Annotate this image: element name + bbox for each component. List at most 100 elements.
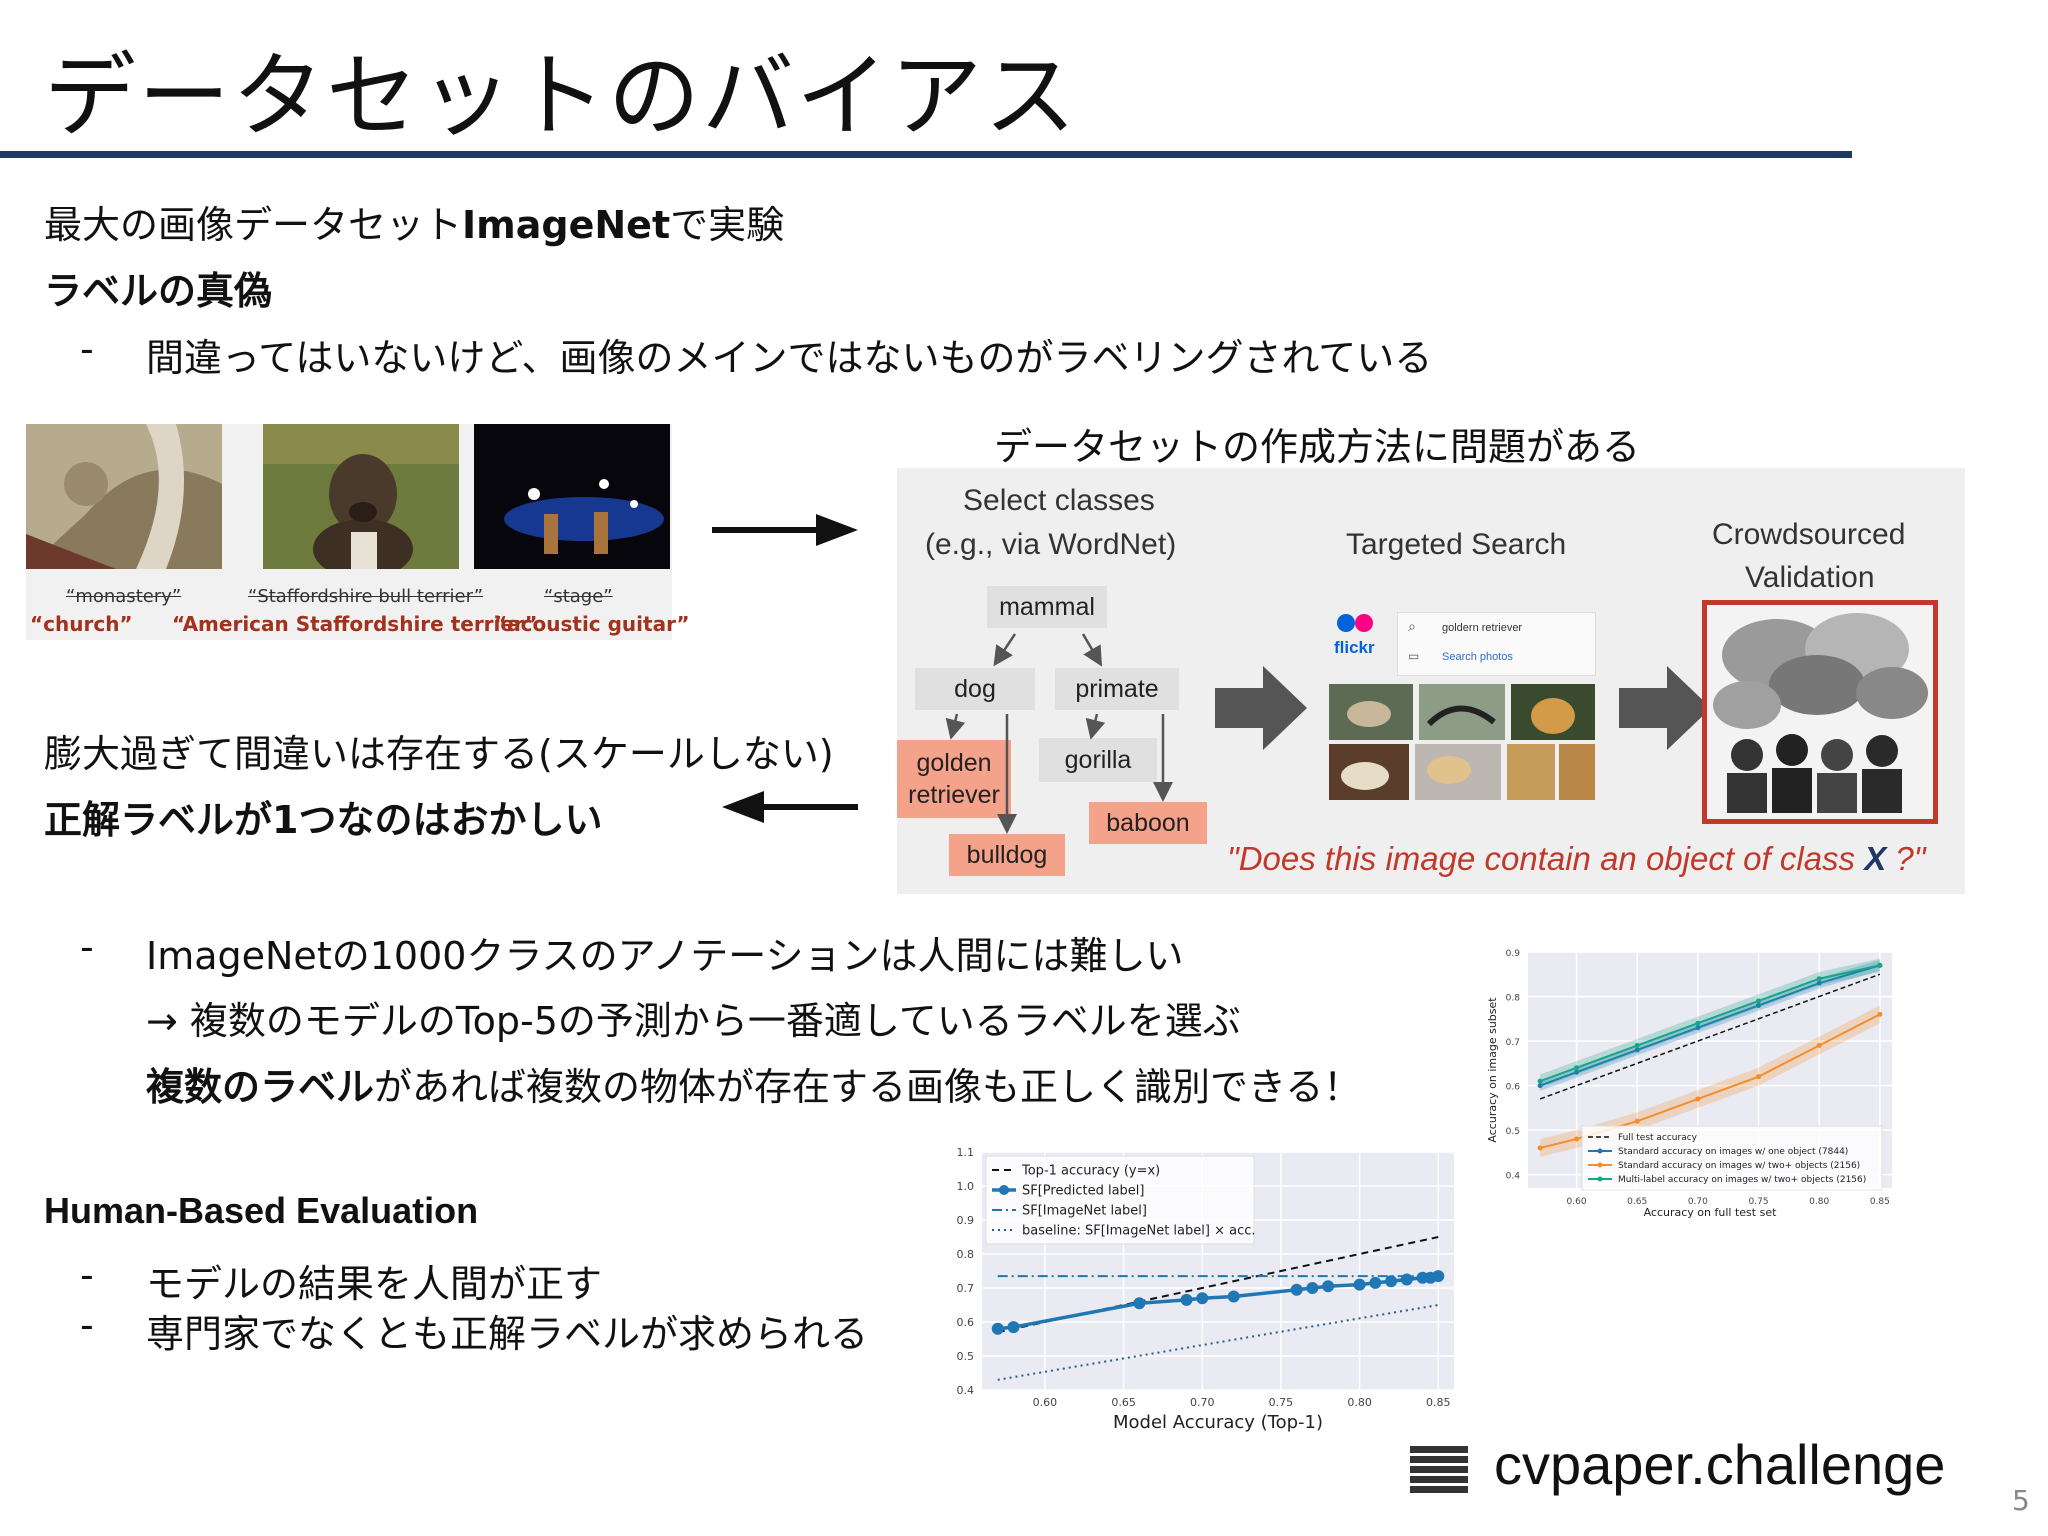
data-point (1634, 1047, 1640, 1053)
series-band (1540, 1005, 1880, 1157)
bullet-dash: - (80, 1253, 94, 1297)
data-point (1537, 1145, 1543, 1151)
annotation-arrow-line: → 複数のモデルのTop-5の予測から一番適しているラベルを選ぶ (146, 999, 1241, 1043)
data-point (1574, 1136, 1580, 1142)
page-number: 5 (2012, 1484, 2030, 1517)
legend-box (985, 1155, 1255, 1245)
x-tick-label: 0.80 (1809, 1197, 1829, 1207)
question-pre: "Does this image contain an object of cl… (1227, 840, 1865, 877)
retrieved-images-grid (1329, 684, 1595, 800)
flickr-wordmark: flickr (1334, 638, 1375, 657)
crowd-people-icon (1713, 613, 1928, 813)
scale-line1: 膨大過ぎて間違いは存在する(スケールしない) (44, 732, 834, 776)
y-tick-label: 0.6 (957, 1316, 975, 1329)
caption-old-1: “monastery” (66, 586, 182, 607)
node-mammal: mammal (987, 586, 1107, 628)
caption-new-1: “church” (30, 612, 133, 636)
legend-label: Full test accuracy (1618, 1133, 1698, 1143)
x-tick-label: 0.65 (1111, 1396, 1136, 1409)
x-tick-label: 0.85 (1426, 1396, 1451, 1409)
x-tick-label: 0.65 (1627, 1197, 1647, 1207)
data-point (1695, 1096, 1701, 1102)
search-photos-link: Search photos (1442, 651, 1513, 663)
data-point (1634, 1118, 1640, 1124)
node-primate: primate (1055, 668, 1179, 710)
data-point (1756, 1002, 1762, 1008)
legend-box (1581, 1125, 1883, 1191)
node-gorilla: gorilla (1039, 738, 1157, 782)
x-tick-label: 0.60 (1567, 1197, 1587, 1207)
golden-line1: golden (916, 748, 992, 777)
crowd-line2: Validation (1745, 561, 1875, 594)
data-point (1695, 1025, 1701, 1031)
x-tick-label: 0.80 (1347, 1396, 1372, 1409)
data-point (1816, 980, 1822, 986)
validation-question: "Does this image contain an object of cl… (1227, 840, 1925, 878)
select-line2: (e.g., via WordNet) (925, 528, 1177, 561)
x-axis-label: Model Accuracy (Top-1) (1113, 1412, 1323, 1433)
left-arrow-icon (722, 791, 858, 823)
scale-line2: 正解ラベルが1つなのはおかしい (44, 798, 603, 842)
legend-marker (1597, 1162, 1603, 1168)
legend-label: Standard accuracy on images w/ two+ obje… (1618, 1161, 1860, 1171)
pipeline-diagram: Select classes (e.g., via WordNet) Targe… (897, 468, 1965, 894)
series-line (1539, 973, 1881, 1100)
legend-marker (1597, 1176, 1603, 1182)
data-point (1877, 1011, 1883, 1017)
search-icon: ⌕ (1408, 619, 1416, 635)
slide-title: データセットのバイアス (44, 43, 1079, 150)
legend-label: Standard accuracy on images w/ one objec… (1618, 1147, 1848, 1157)
question-post: ?" (1886, 840, 1926, 877)
y-tick-label: 0.6 (1506, 1083, 1521, 1093)
legend-marker (999, 1185, 1009, 1195)
legend-label: SF[Predicted label] (1022, 1183, 1144, 1198)
search-query: goldern retriever (1442, 622, 1523, 634)
y-tick-label: 0.8 (1506, 994, 1521, 1004)
y-tick-label: 1.1 (957, 1146, 975, 1159)
x-tick-label: 0.85 (1870, 1197, 1890, 1207)
legend-label: SF[ImageNet label] (1022, 1203, 1147, 1218)
data-point (1695, 1020, 1701, 1026)
y-tick-label: 0.4 (1506, 1172, 1521, 1182)
data-point (1306, 1282, 1319, 1294)
multi-label-rest: があれば複数の物体が存在する画像も正しく識別できる！ (374, 1065, 1362, 1109)
data-point (1227, 1290, 1240, 1303)
tree-connectors (945, 633, 1173, 834)
intro-pre: 最大の画像データセット (44, 203, 463, 247)
multi-label-line: 複数のラベルがあれば複数の物体が存在する画像も正しく識別できる！ (146, 1056, 1361, 1111)
y-tick-label: 0.9 (1506, 949, 1521, 959)
data-point (1353, 1278, 1366, 1291)
search-box: ⌕ goldern retriever ▭ Search photos (1397, 612, 1596, 676)
crowd-validation-box (1702, 600, 1938, 824)
series-line (997, 1304, 1439, 1381)
human-bullet-2: 専門家でなくとも正解ラベルが求められる (146, 1312, 869, 1356)
label-truth-heading: ラベルの真偽 (44, 269, 273, 313)
human-bullet-1: モデルの結果を人間が正す (146, 1262, 603, 1306)
data-point (1290, 1283, 1303, 1296)
node-baboon: baboon (1089, 802, 1207, 844)
x-tick-label: 0.70 (1688, 1197, 1708, 1207)
crowd-line1: Crowdsourced (1712, 518, 1906, 551)
legend-label: Top-1 accuracy (y=x) (1021, 1163, 1160, 1178)
y-tick-label: 0.4 (957, 1384, 975, 1397)
bullet-dash: - (80, 925, 94, 969)
pipeline-caption: データセットの作成方法に問題がある (994, 425, 1641, 469)
data-point (1756, 998, 1762, 1004)
annotation-bullet: ImageNetの1000クラスのアノテーションは人間には難しい (146, 934, 1184, 978)
y-tick-label: 0.8 (957, 1248, 975, 1261)
y-tick-label: 0.5 (1506, 1127, 1520, 1137)
x-axis-label: Accuracy on full test set (1644, 1206, 1777, 1219)
flickr-logo-icon (1337, 612, 1373, 634)
x-tick-label: 0.75 (1749, 1197, 1769, 1207)
targeted-search-label: Targeted Search (1346, 528, 1567, 561)
data-point (1756, 1074, 1762, 1080)
photo-icon: ▭ (1408, 649, 1420, 663)
x-tick-label: 0.60 (1033, 1396, 1058, 1409)
data-point (1634, 1043, 1640, 1049)
logo-stack-icon (1410, 1446, 1468, 1493)
data-point (1369, 1276, 1382, 1289)
